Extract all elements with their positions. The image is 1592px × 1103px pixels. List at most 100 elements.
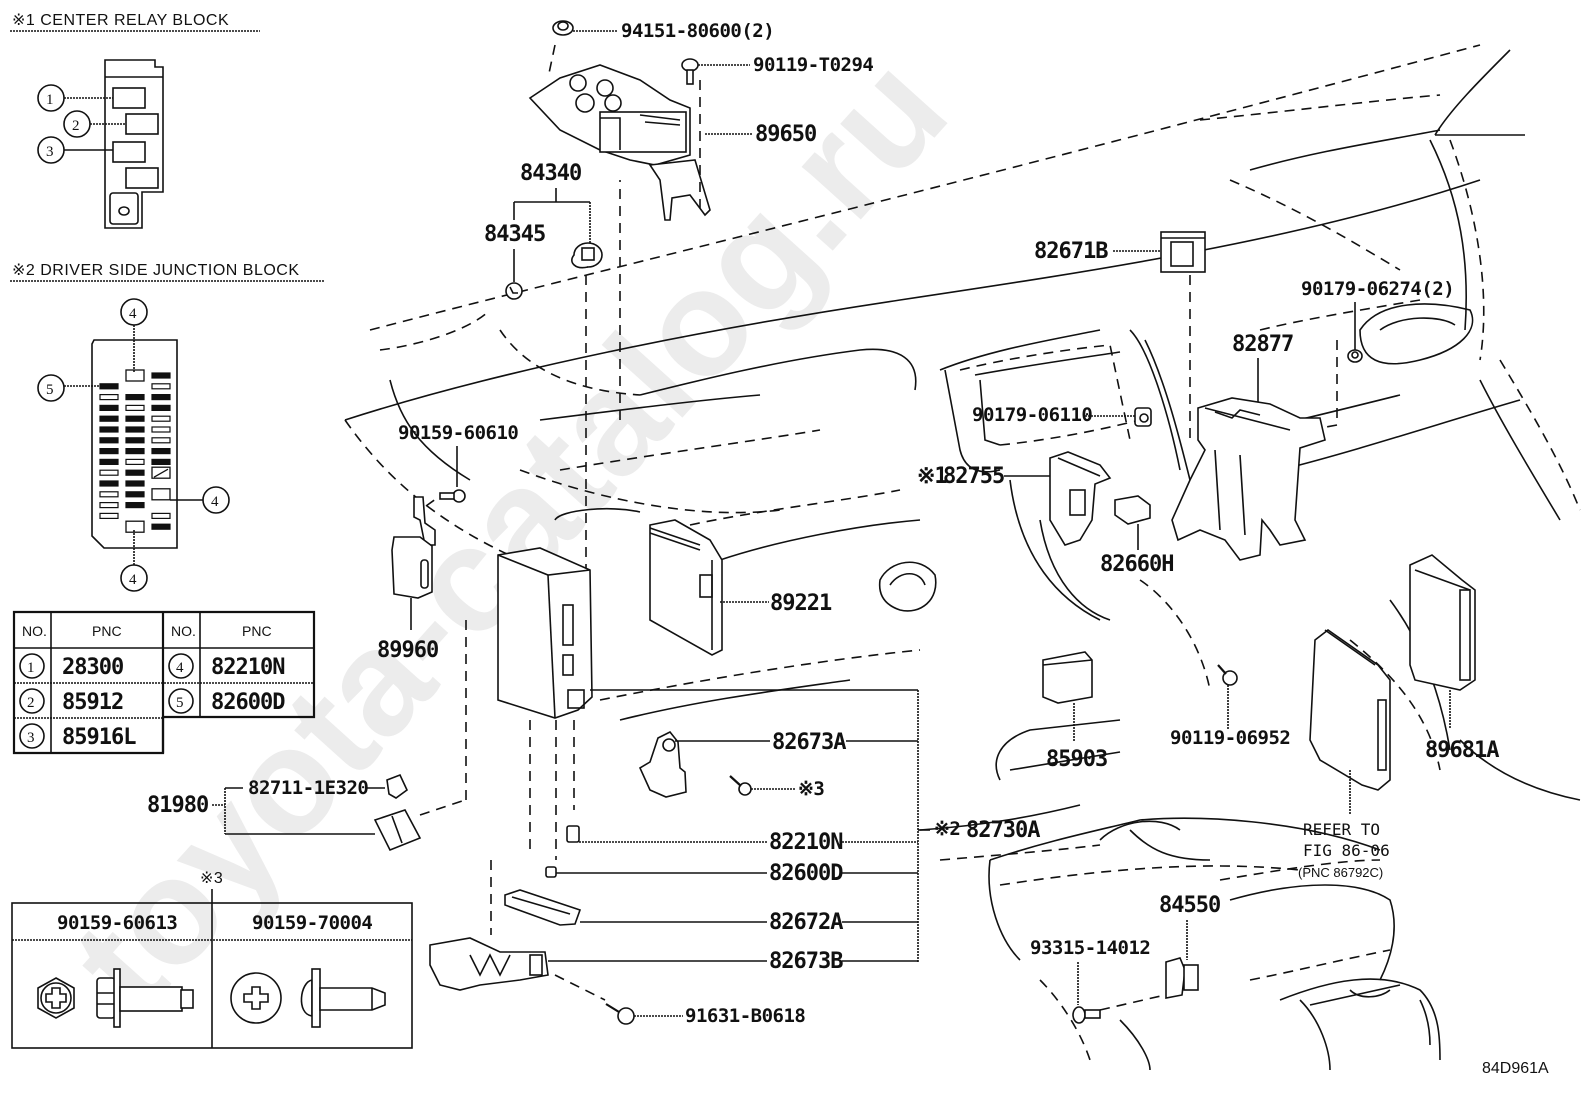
duct-82877-icon xyxy=(1171,397,1326,561)
fuse-slot xyxy=(99,426,119,433)
part-82600d[interactable]: 82600D xyxy=(769,861,844,886)
fuse-slot xyxy=(151,426,171,433)
fuse-slot xyxy=(99,458,119,465)
fuse-slot xyxy=(99,491,119,498)
relay-callout-2: 2 xyxy=(63,110,126,138)
part-90119-t0294[interactable]: 90119-T0294 xyxy=(753,54,874,76)
screw-col-1-pn: 90159-60613 xyxy=(57,912,177,934)
svg-text:3: 3 xyxy=(46,144,54,160)
part-82673a[interactable]: 82673A xyxy=(772,730,847,755)
refer-to-fig-group: REFER TO FIG 86-06 (PNC 86792C) xyxy=(1298,629,1391,880)
part-93315-group: 93315-14012 xyxy=(1030,937,1166,1024)
svg-text:4: 4 xyxy=(211,494,219,510)
part-82660h-group: 82660H xyxy=(1100,495,1174,577)
part-82877-group: 82877 xyxy=(1171,332,1326,561)
part-89681a[interactable]: 89681A xyxy=(1425,738,1500,763)
part-81980-group: 81980 82711-1E320 xyxy=(147,620,467,852)
svg-text:5: 5 xyxy=(46,382,54,398)
part-90179-06110[interactable]: 90179-06110 xyxy=(972,404,1093,426)
fuse-slot xyxy=(151,383,171,390)
nut-90179-06274-icon xyxy=(1347,349,1363,363)
fuse-slot xyxy=(151,415,171,422)
part-89960[interactable]: 89960 xyxy=(377,638,439,663)
relay-callout-1: 1 xyxy=(37,84,113,112)
part-89221[interactable]: 89221 xyxy=(770,591,833,616)
switch-84340-icon xyxy=(571,242,603,269)
nut-94151-icon xyxy=(552,20,574,36)
part-90119-06952-group: 90119-06952 xyxy=(1170,664,1291,749)
svg-text:4: 4 xyxy=(129,572,137,588)
part-84340[interactable]: 84340 xyxy=(520,161,582,186)
watermark-text: toyota-catalog.ru xyxy=(39,25,978,1042)
part-82672a[interactable]: 82672A xyxy=(769,910,844,935)
part-89221-group: 89221 xyxy=(649,519,833,656)
junction-block-title: ※2 DRIVER SIDE JUNCTION BLOCK xyxy=(12,262,300,279)
part-82210n[interactable]: 82210N xyxy=(769,830,843,855)
part-93315-14012[interactable]: 93315-14012 xyxy=(1030,937,1151,959)
table-row: 1 28300 4 82210N xyxy=(19,653,285,680)
fuse-slot xyxy=(125,491,145,498)
fuse-slot xyxy=(125,480,145,487)
part-82711-1e320[interactable]: 82711-1E320 xyxy=(248,777,369,799)
ecu-89681a-icon xyxy=(1409,554,1476,691)
fuse-slot xyxy=(151,458,171,465)
refer-pnc: (PNC 86792C) xyxy=(1298,865,1383,880)
part-89650-drawing xyxy=(528,44,711,420)
bolt-90119-t0294-icon xyxy=(681,58,699,85)
part-85903-group: 85903 xyxy=(1042,651,1108,772)
svg-text:3: 3 xyxy=(27,730,35,746)
fuse-slot xyxy=(99,415,119,422)
part-89650[interactable]: 89650 xyxy=(755,122,817,147)
svg-text:5: 5 xyxy=(176,695,184,711)
fuse-slot xyxy=(99,502,119,509)
junction-callout-4-right: 4 xyxy=(170,486,230,514)
part-85903[interactable]: 85903 xyxy=(1046,747,1108,772)
junction-block-drawing xyxy=(91,339,178,549)
part-90179-06274[interactable]: 90179-06274(2) xyxy=(1301,278,1455,300)
screw-col-2-pn: 90159-70004 xyxy=(252,912,372,934)
module-85903-icon xyxy=(1042,651,1093,704)
part-84550[interactable]: 84550 xyxy=(1159,893,1221,918)
clip-84345-icon xyxy=(505,282,523,300)
fuse-slot xyxy=(151,404,171,411)
refer-fig-link[interactable]: FIG 86-06 xyxy=(1303,841,1390,860)
part-94151-80600[interactable]: 94151-80600(2) xyxy=(621,20,775,42)
fuse-slot xyxy=(125,458,145,465)
part-89960-group: 89960 xyxy=(377,496,439,663)
sensor-89960-icon xyxy=(391,496,436,599)
svg-text:1: 1 xyxy=(27,660,35,676)
part-82730a[interactable]: 82730A xyxy=(966,818,1041,843)
fuse-slot xyxy=(99,383,119,390)
part-82660h[interactable]: 82660H xyxy=(1100,552,1174,577)
fuse-slot xyxy=(99,404,119,411)
part-82755[interactable]: 82755 xyxy=(943,464,1005,489)
screw-mark3-icon xyxy=(729,775,752,796)
part-91631-group: 91631-B0618 xyxy=(554,974,806,1027)
fuse-slot xyxy=(151,448,171,455)
part-91631-b0618[interactable]: 91631-B0618 xyxy=(685,1005,806,1027)
fuse-slot xyxy=(151,372,171,379)
bracket-82673b-icon xyxy=(429,937,549,991)
pnc-table: NO. PNC NO. PNC 1 28300 4 82210N 2 85912… xyxy=(12,610,316,755)
part-90119-06952[interactable]: 90119-06952 xyxy=(1170,727,1291,749)
cover-82672a-icon xyxy=(504,889,582,926)
fuse-slot xyxy=(99,394,119,401)
part-82671b[interactable]: 82671B xyxy=(1034,239,1109,264)
part-90179-06274-group: 90179-06274(2) xyxy=(1301,278,1455,431)
connector-82671b-icon xyxy=(1160,231,1206,273)
part-81980[interactable]: 81980 xyxy=(147,793,209,818)
svg-text:85912: 85912 xyxy=(62,690,123,715)
fuse-slot xyxy=(125,469,145,476)
part-82673b[interactable]: 82673B xyxy=(769,949,844,974)
sensor-84550-icon xyxy=(1165,957,1199,999)
svg-text:2: 2 xyxy=(72,118,80,134)
fuse-slot xyxy=(125,448,145,455)
part-84345[interactable]: 84345 xyxy=(484,222,546,247)
table-row: 2 85912 5 82600D xyxy=(19,688,286,715)
fuse-slot xyxy=(99,437,119,444)
junction-callout-4-bottom: 4 xyxy=(120,530,148,592)
part-90159-60610[interactable]: 90159-60610 xyxy=(398,422,519,444)
bolt-90159-60610-icon xyxy=(439,489,466,503)
part-82877[interactable]: 82877 xyxy=(1232,332,1294,357)
relay-callout-3: 3 xyxy=(37,136,113,164)
